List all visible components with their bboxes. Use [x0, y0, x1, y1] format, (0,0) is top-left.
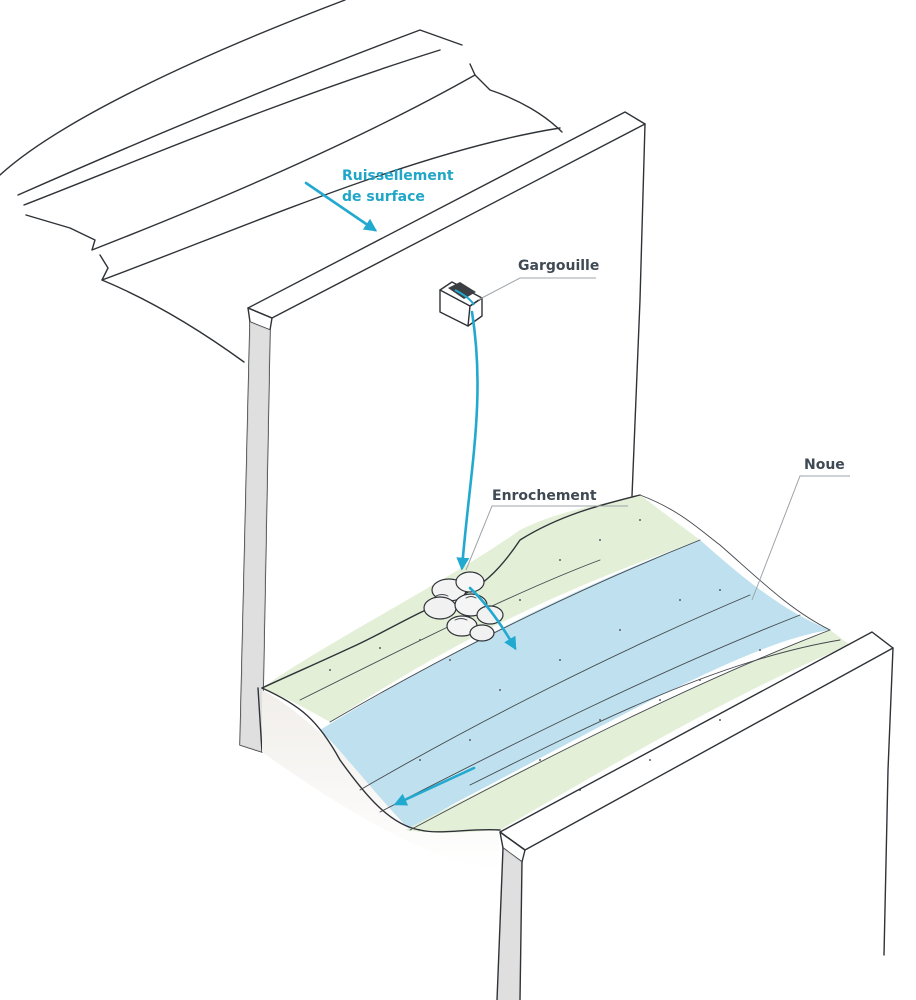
noue-leader: [751, 475, 850, 601]
enrochement-leader: [465, 505, 628, 571]
fall-path-arrow-icon: [456, 310, 479, 571]
runoff-arrow-icon: [304, 181, 378, 232]
gargouille-leader: [477, 277, 596, 301]
upper-terrace: [0, 0, 563, 363]
spread-arrow-icon: [468, 586, 517, 651]
retaining-wall: [239, 111, 646, 753]
ruissellement-label-line2: de surface: [342, 189, 425, 205]
enrochement-label: Enrochement: [492, 488, 597, 504]
noue-label: Noue: [804, 457, 845, 473]
gargoyle-icon: [439, 281, 483, 327]
channel-flow-arrow-icon: [393, 766, 476, 806]
lower-wall: [496, 631, 894, 1000]
rocks-icon: [423, 571, 504, 642]
gargouille-label: Gargouille: [518, 258, 600, 274]
ruissellement-label-line1: Ruissellement: [342, 168, 454, 184]
